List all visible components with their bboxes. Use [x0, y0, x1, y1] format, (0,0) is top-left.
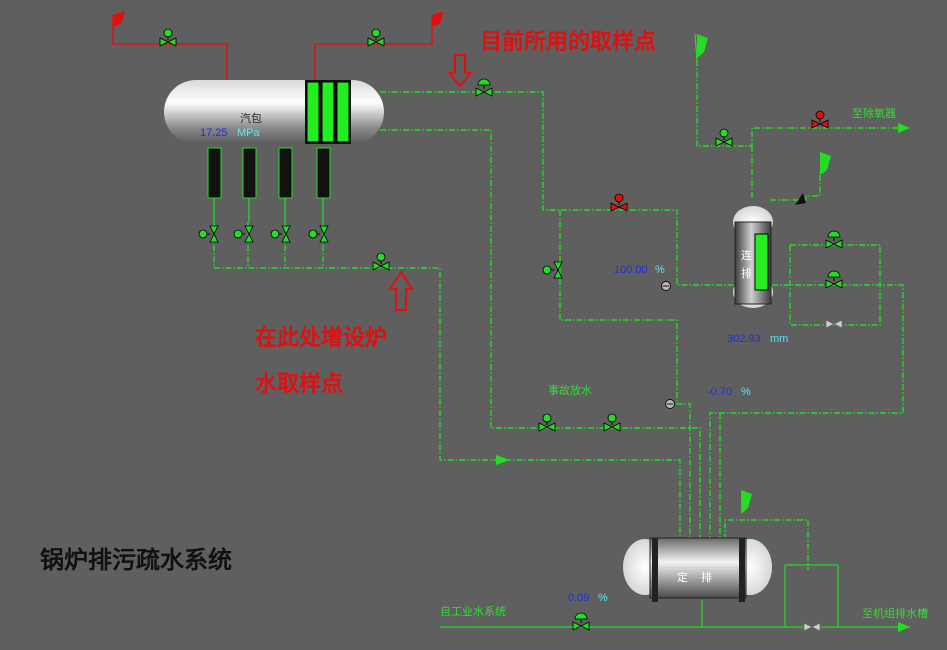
cbd-level-unit: mm: [770, 333, 789, 345]
steam-vent-lines: [112, 15, 433, 80]
sample-control-valve-icon[interactable]: [474, 78, 494, 98]
industrial-water-source-label: 自工业水系统: [440, 605, 506, 618]
continuous-blowdown-vessel: [733, 206, 773, 308]
flow-gauge-icon: [661, 281, 671, 291]
downcomer-drain-valve-2-icon[interactable]: [233, 224, 257, 244]
downcomer-drain-valve-4-icon[interactable]: [308, 224, 332, 244]
deaerator-isolation-valve-icon[interactable]: [714, 128, 734, 148]
motor-valve-vent-right-icon[interactable]: [366, 28, 386, 48]
downcomer-header-valve-icon[interactable]: [371, 252, 391, 272]
green-flags: [697, 34, 831, 514]
bottom-pipes: [440, 33, 910, 628]
motor-valve-vent-left-icon[interactable]: [158, 28, 178, 48]
vent-indicator: [795, 193, 806, 205]
cbd-label-line1: 连: [741, 249, 752, 262]
deaerator-destination-label: 至除氧器: [852, 107, 896, 120]
cbd-control-valve-a-icon[interactable]: [824, 230, 844, 250]
blowdown-valve-closed-icon[interactable]: [609, 193, 629, 213]
emergency-drain-label: 事故放水: [548, 384, 592, 397]
industrial-water-flow-value: 0.09: [568, 592, 590, 604]
periodic-blowdown-vessel: [623, 537, 772, 602]
annotation-arrow-down: [446, 54, 474, 88]
cbd-bypass-valve-icon[interactable]: [824, 316, 844, 332]
downcomer-drain-valve-3-icon[interactable]: [270, 224, 294, 244]
downcomer-drain-valve-1-icon[interactable]: [198, 224, 222, 244]
vent-flag-right: [432, 11, 444, 27]
cbd-flow-unit: %: [655, 264, 665, 276]
industrial-water-valve-icon[interactable]: [571, 612, 591, 632]
pipe-network: [213, 60, 904, 570]
valve-position-gauge-icon: [665, 399, 675, 409]
downcomer-gauges: [207, 147, 331, 222]
pbd-label-line2: 排: [701, 571, 712, 584]
pbd-valve-value: -0.70: [707, 386, 733, 398]
new-sample-point-annotation-line2: 水取样点: [255, 372, 344, 397]
deaerator-valve-closed-icon[interactable]: [810, 110, 830, 130]
cbd-label-line2: 排: [741, 267, 752, 280]
vent-flag-left: [113, 11, 125, 27]
drum-pressure-value: 17.25: [200, 127, 228, 139]
page-title: 锅炉排污疏水系统: [40, 546, 232, 574]
cbd-control-valve-b-icon[interactable]: [824, 270, 844, 290]
drain-tank-destination-label: 至机组排水槽: [862, 607, 928, 620]
current-sample-point-annotation: 目前所用的取样点: [480, 30, 657, 55]
drain-tank-valve-icon[interactable]: [802, 619, 822, 635]
drum-label: 汽包: [240, 112, 262, 125]
drum-pressure-unit: MPa: [237, 127, 260, 139]
branch-drain-valve-icon[interactable]: [542, 260, 566, 280]
annotation-arrow-up: [388, 270, 414, 311]
pbd-valve-unit: %: [741, 386, 751, 398]
flow-arrows: [496, 123, 910, 632]
pbd-label-line1: 定: [677, 571, 688, 584]
steam-drum: [164, 80, 384, 144]
new-sample-point-annotation-line1: 在此处增设炉: [255, 326, 388, 351]
emergency-drain-valve-2-icon[interactable]: [602, 413, 622, 433]
cbd-level-value: 302.93: [727, 333, 761, 345]
emergency-drain-valve-1-icon[interactable]: [537, 413, 557, 433]
cbd-flow-value: 100.00: [614, 264, 648, 276]
industrial-water-flow-unit: %: [598, 592, 608, 604]
